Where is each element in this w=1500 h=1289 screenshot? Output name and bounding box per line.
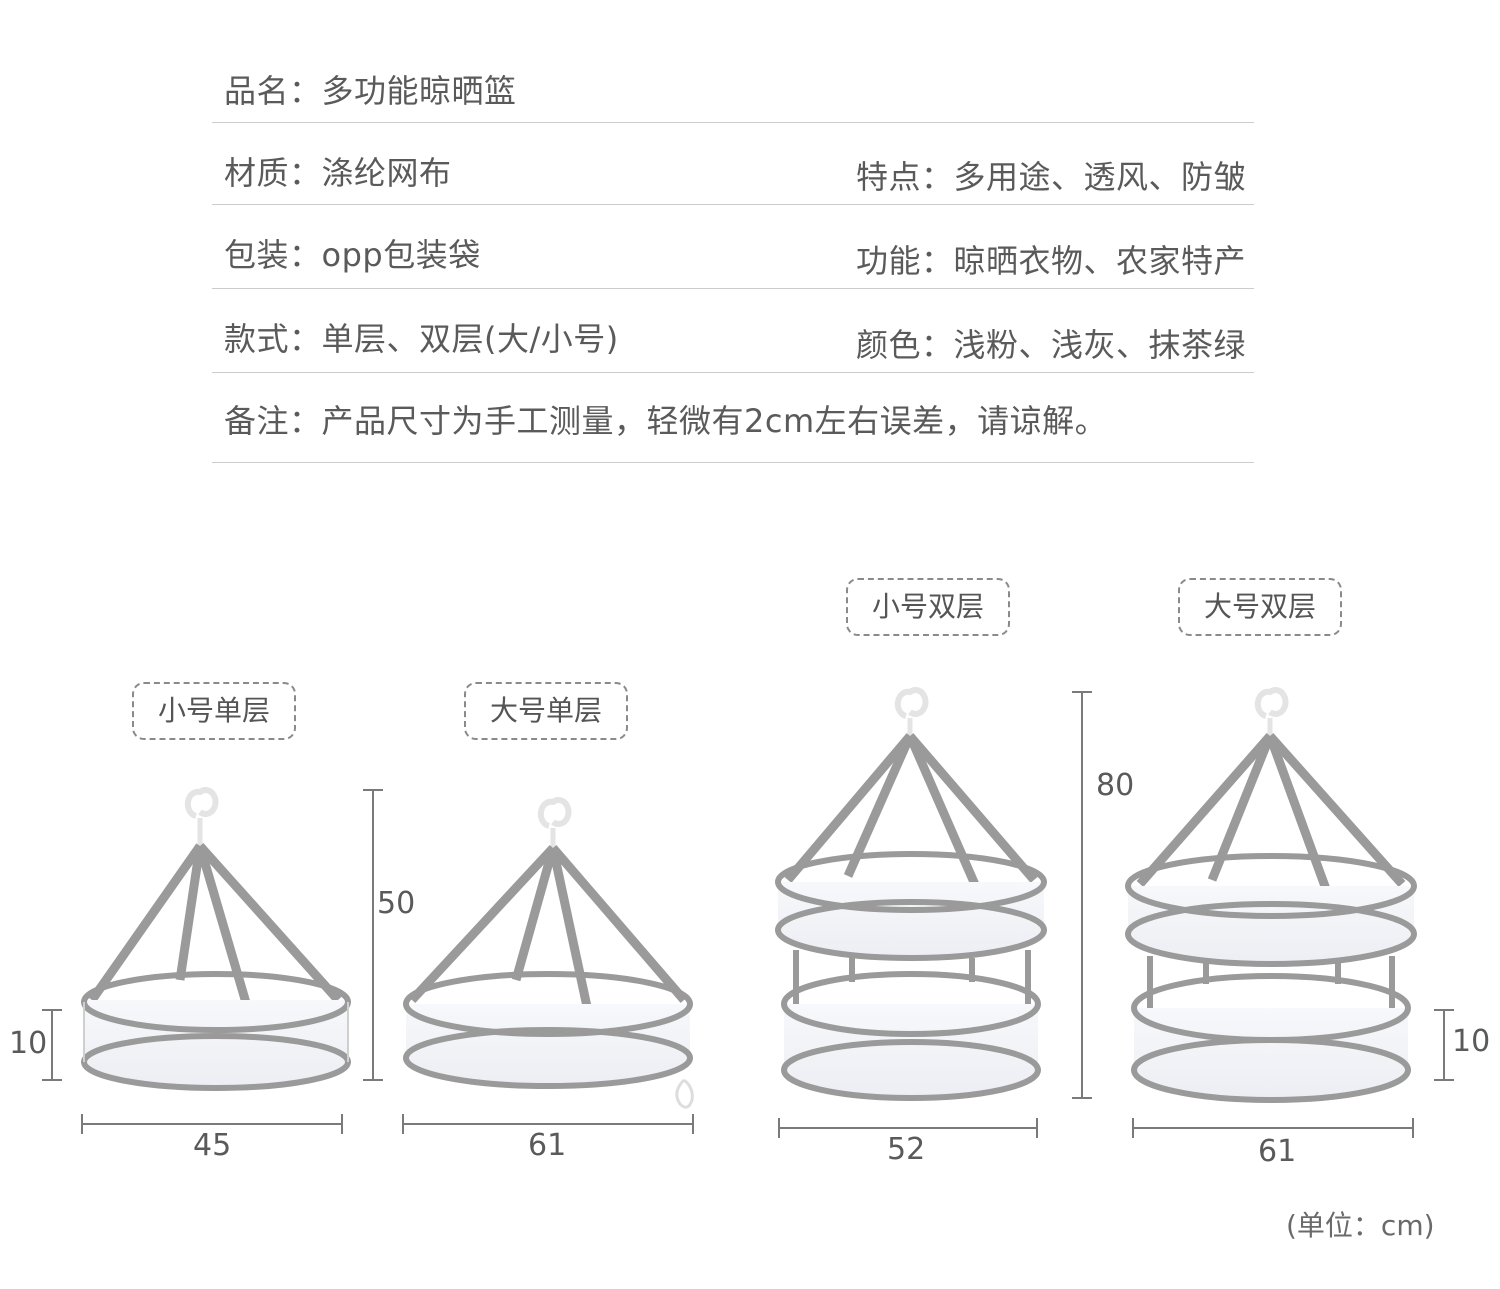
spec-row-style: 款式：单层、双层(大/小号) 颜色：浅粉、浅灰、抹茶绿 [212,288,1254,373]
spec-color: 颜色：浅粉、浅灰、抹茶绿 [856,320,1246,366]
spec-function-label: 功能： [855,242,954,280]
spec-note: 备注：产品尺寸为手工测量，轻微有2cm左右误差，请谅解。 [224,396,1107,442]
spec-material: 材质：涤纶网布 [224,148,452,194]
spec-feature-value: 多用途、透风、防皱 [953,158,1246,196]
spec-row-note: 备注：产品尺寸为手工测量，轻微有2cm左右误差，请谅解。 [212,372,1254,463]
dim-width-small-single: 45 [193,1128,232,1163]
dim-height-small-single: 50 [377,886,416,921]
spec-feature-label: 特点： [855,158,954,196]
spec-row-package: 包装：opp包装袋 功能：晾晒衣物、农家特产 [212,204,1254,289]
tag-large-single: 大号单层 [464,682,628,740]
dimension-lines [42,691,1454,1138]
spec-color-label: 颜色： [855,326,954,364]
spec-color-value: 浅粉、浅灰、抹茶绿 [953,326,1246,364]
spec-name-label: 品名： [224,72,322,110]
tag-small-single: 小号单层 [132,682,296,740]
spec-style: 款式：单层、双层(大/小号) [224,314,619,360]
spec-function: 功能：晾晒衣物、农家特产 [856,236,1246,282]
spec-note-value: 产品尺寸为手工测量，轻微有2cm左右误差，请谅解。 [321,402,1108,440]
dim-width-large-double: 61 [1258,1134,1297,1169]
spec-feature: 特点：多用途、透风、防皱 [856,152,1246,198]
spec-package: 包装：opp包装袋 [224,230,481,276]
dim-width-large-single: 61 [528,1128,567,1163]
basket-large-single [403,797,694,1109]
spec-material-label: 材质： [224,154,322,192]
spec-name-value: 多功能晾晒篮 [321,72,517,110]
spec-style-value: 单层、双层(大/小号) [321,320,619,358]
spec-row-name: 品名：多功能晾晒篮 [212,38,1254,123]
spec-name: 品名：多功能晾晒篮 [224,66,517,112]
spec-function-value: 晾晒衣物、农家特产 [953,242,1246,280]
spec-note-label: 备注： [224,402,322,440]
spec-package-label: 包装： [224,236,322,274]
tag-large-double: 大号双层 [1178,578,1342,636]
spec-package-value: opp包装袋 [321,236,481,274]
basket-small-single [81,787,351,1091]
dim-layer-large-double: 10 [1452,1024,1491,1059]
basket-small-double [775,687,1047,1101]
tag-small-double: 小号双层 [846,578,1010,636]
basket-large-double [1125,687,1417,1103]
spec-material-value: 涤纶网布 [321,154,452,192]
unit-note: (单位：cm) [1286,1209,1435,1242]
spec-style-label: 款式： [224,320,322,358]
dim-height-small-double: 80 [1096,768,1135,803]
spec-row-material: 材质：涤纶网布 特点：多用途、透风、防皱 [212,122,1254,205]
dim-layer-small-single: 10 [9,1026,48,1061]
dim-width-small-double: 52 [887,1132,926,1167]
